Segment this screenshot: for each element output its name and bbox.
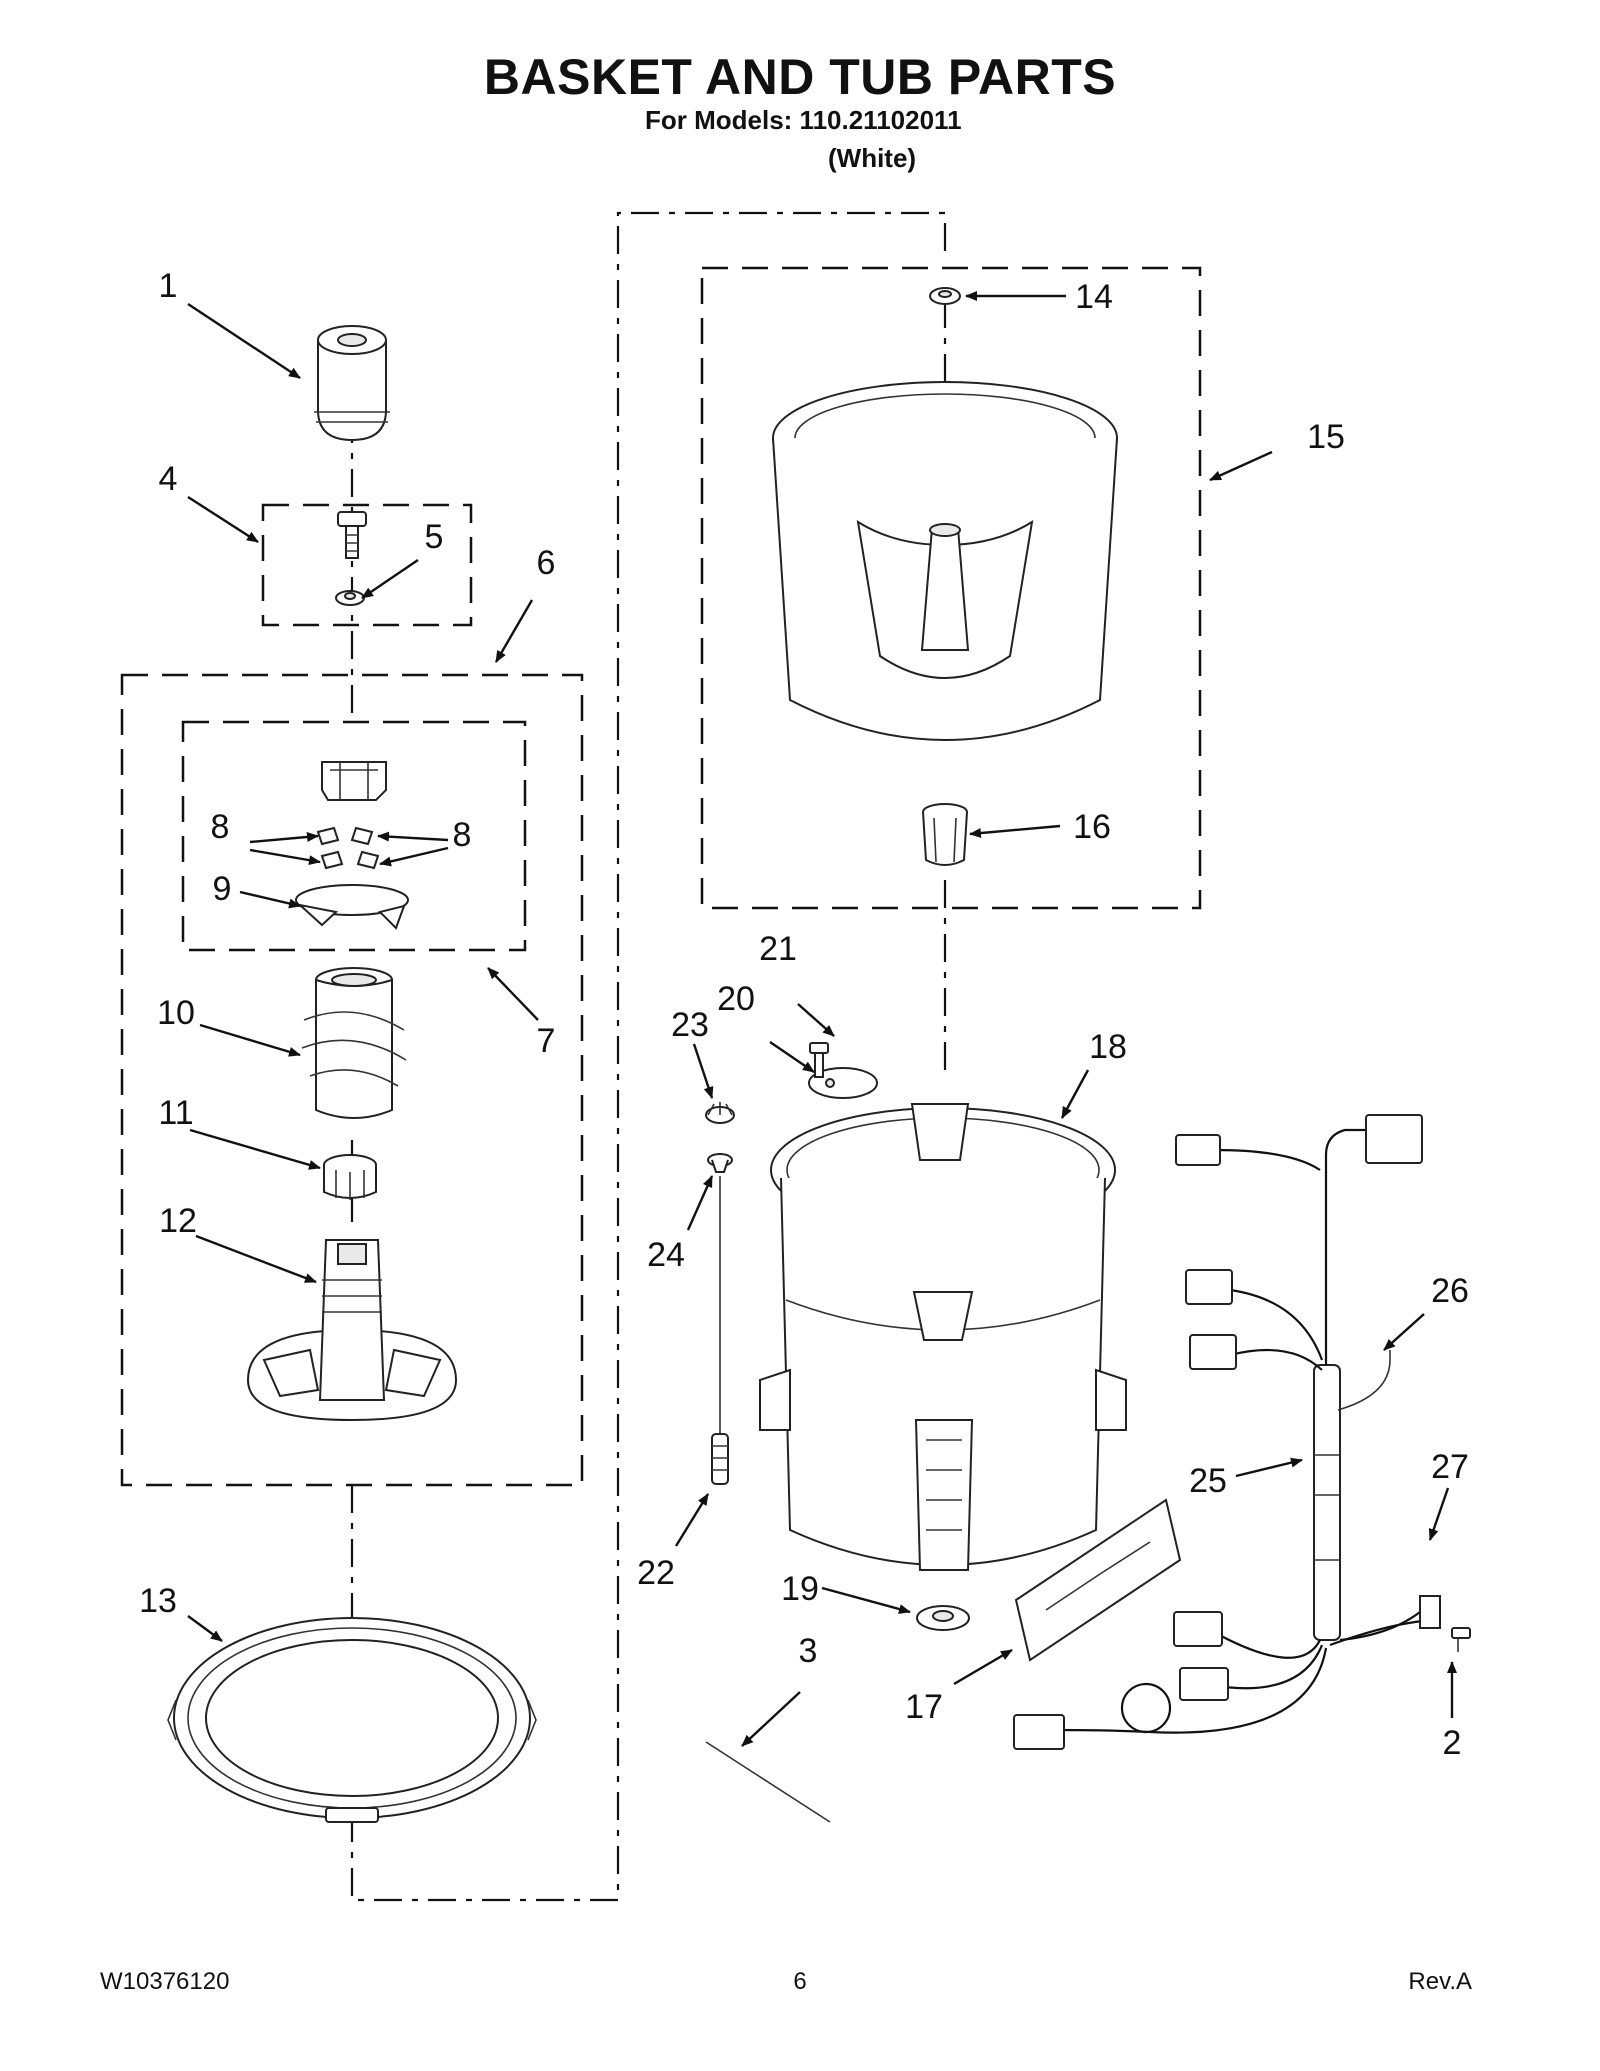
callout-16: 16 — [1073, 808, 1111, 846]
callout-23: 23 — [671, 1006, 709, 1044]
callout-22: 22 — [637, 1554, 675, 1592]
outer-tub-part — [759, 1103, 1127, 1571]
suspension-pivot-part — [707, 1153, 733, 1173]
callout-1: 1 — [159, 267, 178, 305]
page-title: BASKET AND TUB PARTS — [483, 49, 1117, 105]
auger-barrel-part — [301, 967, 407, 1119]
callout-5: 5 — [425, 518, 444, 556]
spanner-nut-part — [929, 287, 961, 305]
callout-13: 13 — [139, 1582, 177, 1620]
tub-ring-part — [167, 1617, 537, 1823]
cable-tie-part — [705, 1741, 831, 1823]
agitator-cap-part — [314, 325, 390, 442]
centerline-loop — [350, 211, 947, 1902]
callout-4: 4 — [159, 460, 178, 498]
callout-12: 12 — [159, 1202, 197, 1240]
color-variant: (White) — [828, 143, 917, 173]
models-line: For Models: 110.21102011 — [645, 105, 962, 135]
callout-17: 17 — [905, 1688, 943, 1726]
page-number: 6 — [793, 1968, 807, 1995]
label-part — [1014, 1498, 1182, 1662]
leader-lines — [187, 291, 1457, 1747]
clamp-part — [1339, 1595, 1471, 1652]
callout-26: 26 — [1431, 1272, 1469, 1310]
callout-8-right: 8 — [453, 816, 472, 854]
washer-part — [335, 590, 365, 606]
callout-18: 18 — [1089, 1028, 1127, 1066]
callout-27: 27 — [1431, 1448, 1469, 1486]
callout-14: 14 — [1075, 278, 1113, 316]
group-frame-15 — [700, 266, 1202, 910]
screw-part — [809, 1042, 829, 1078]
callout-6: 6 — [537, 544, 556, 582]
callout-10: 10 — [157, 994, 195, 1032]
coupling-part — [323, 1154, 377, 1200]
revision-label: Rev.A — [1408, 1968, 1472, 1995]
callout-9: 9 — [213, 870, 232, 908]
callout-25: 25 — [1189, 1462, 1227, 1500]
callout-20: 20 — [717, 980, 755, 1018]
group-frame-7 — [181, 720, 527, 952]
callout-24: 24 — [647, 1236, 685, 1274]
agitator-dog-parts — [316, 826, 380, 870]
basket-drive-part — [922, 803, 968, 866]
hose-part — [1337, 1350, 1391, 1411]
callout-2: 2 — [1443, 1724, 1462, 1762]
callout-3: 3 — [799, 1632, 818, 1670]
agitator-ring-part — [295, 884, 409, 930]
callout-11: 11 — [158, 1094, 193, 1132]
suspension-cap-part — [705, 1102, 735, 1124]
agitator-bolt-part — [337, 511, 367, 559]
tub-seal-part — [916, 1605, 970, 1631]
wire-harness-part — [1013, 1114, 1441, 1750]
callout-7: 7 — [537, 1022, 556, 1060]
agitator-base-part — [246, 1239, 458, 1422]
bracket-part — [808, 1067, 878, 1099]
wash-basket-part — [772, 381, 1118, 741]
agitator-cam-part — [321, 761, 387, 801]
callout-19: 19 — [781, 1570, 819, 1608]
group-frame-4 — [261, 503, 473, 627]
callout-8-left: 8 — [211, 808, 230, 846]
document-number: W10376120 — [100, 1968, 230, 1995]
callout-15: 15 — [1307, 418, 1345, 456]
callout-21: 21 — [759, 930, 797, 968]
suspension-rod-part — [711, 1176, 729, 1485]
